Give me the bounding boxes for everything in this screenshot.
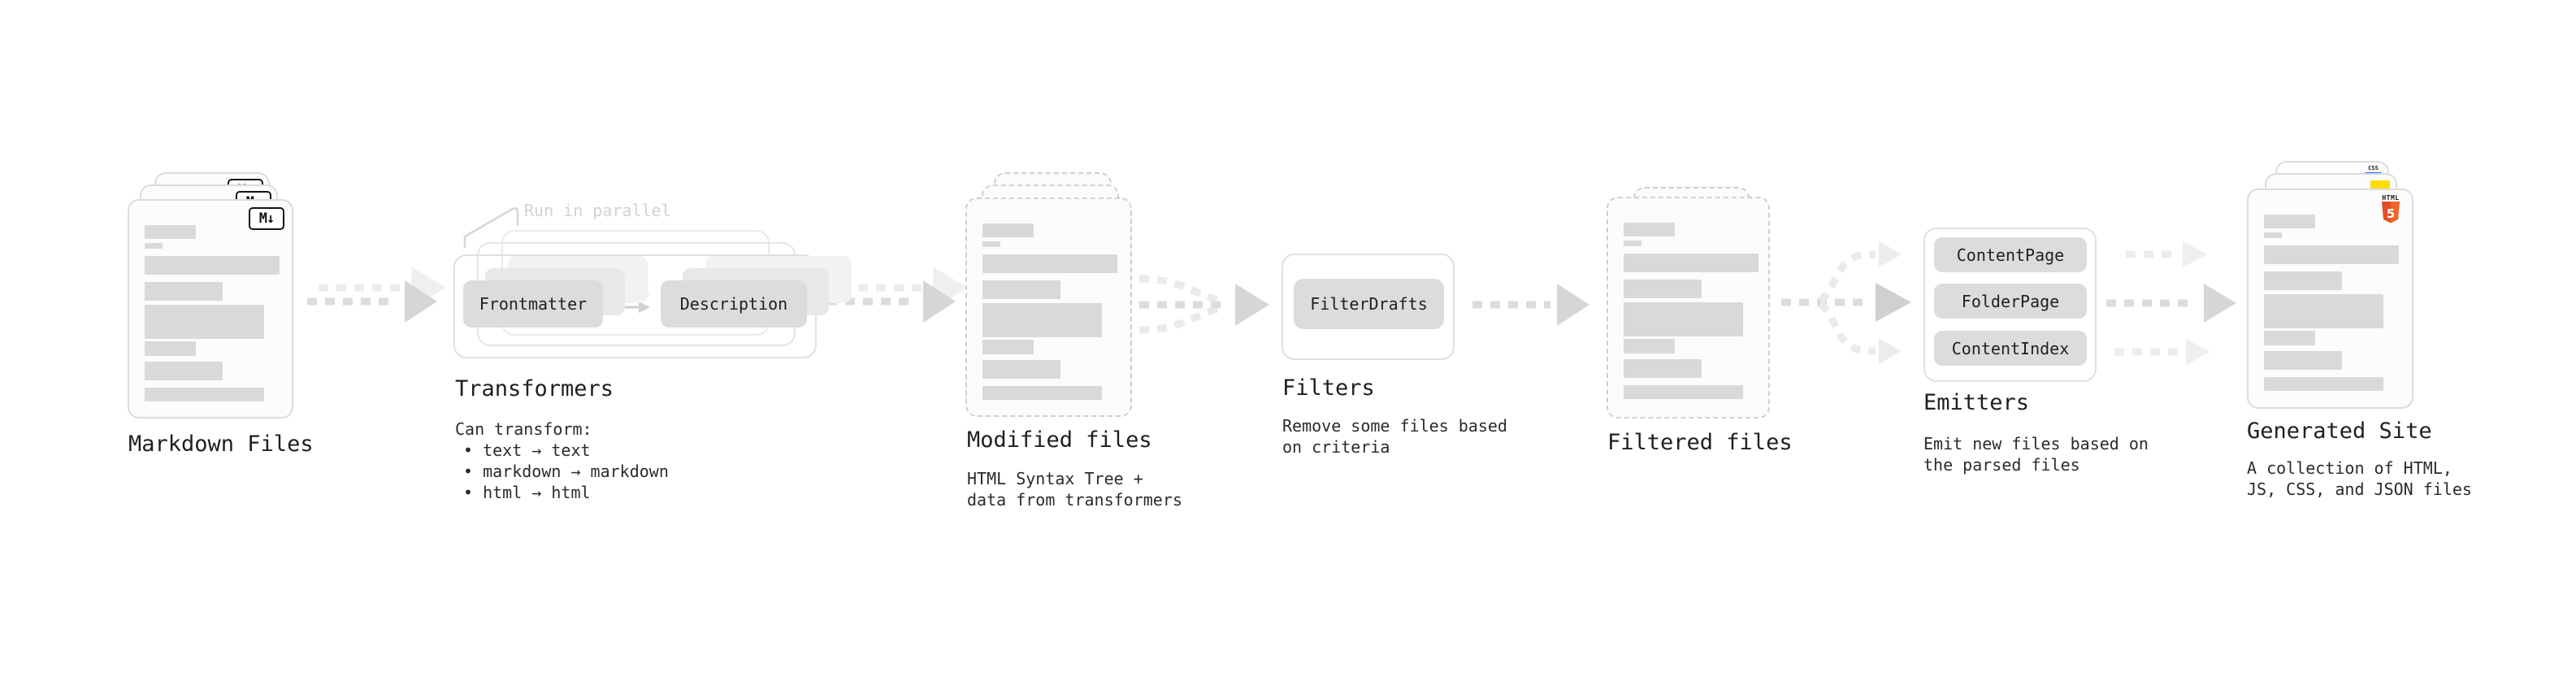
desc-line: the parsed files (1923, 455, 2080, 475)
placeholder-text-bar (2264, 331, 2315, 345)
css-label: CSS (2368, 165, 2379, 171)
desc-line: data from transformers (967, 490, 1182, 510)
stage-title-transformers: Transformers (455, 376, 614, 401)
emitter-node-contentindex: ContentIndex (1934, 331, 2087, 366)
placeholder-text-bar (145, 388, 264, 401)
placeholder-text-bar (145, 305, 264, 339)
placeholder-text-bar (1624, 302, 1743, 336)
emitters-box (1923, 228, 2097, 382)
placeholder-text-bar (2264, 377, 2383, 391)
annotation-leader-line (463, 206, 519, 249)
stage-desc-generated-site: A collection of HTML, JS, CSS, and JSON … (2247, 458, 2472, 500)
arrow-emitters-to-generated-icon (2106, 241, 2236, 365)
placeholder-text-bar (145, 225, 196, 239)
placeholder-text-bar (1624, 385, 1743, 399)
stage-desc-filters: Remove some files based on criteria (1282, 415, 1507, 458)
stage-desc-emitters: Emit new files based on the parsed files (1923, 433, 2149, 475)
placeholder-lines (145, 201, 284, 417)
file-card-front: M↓ (128, 199, 293, 419)
stage-title-generated-site: Generated Site (2247, 419, 2432, 444)
placeholder-text-bar (145, 243, 163, 249)
desc-bullet: • markdown → markdown (463, 462, 669, 481)
placeholder-text-bar (2264, 232, 2282, 238)
placeholder-text-bar (982, 340, 1034, 354)
desc-line: HTML Syntax Tree + (967, 469, 1143, 488)
markdown-icon: M↓ (249, 207, 284, 230)
desc-line: JS, CSS, and JSON files (2247, 479, 2472, 499)
placeholder-text-bar (1624, 359, 1702, 378)
placeholder-text-bar (1624, 254, 1759, 272)
filters-box (1281, 254, 1455, 360)
desc-line: Emit new files based on (1923, 434, 2149, 453)
arrow-markdown-to-transformers-icon (307, 267, 446, 323)
placeholder-text-bar (1624, 241, 1641, 246)
placeholder-text-bar (982, 223, 1034, 237)
placeholder-text-bar (2264, 245, 2399, 264)
desc-bullet: • html → html (463, 483, 591, 502)
file-card-front: HTML 5 (2247, 189, 2413, 409)
desc-line: A collection of HTML, (2247, 458, 2452, 478)
filter-node-filterdrafts: FilterDrafts (1294, 279, 1444, 329)
desc-line: Remove some files based (1282, 416, 1507, 436)
stage-desc-modified-files: HTML Syntax Tree + data from transformer… (967, 468, 1182, 510)
transformer-node-description: Description (661, 280, 807, 327)
js-icon (2370, 180, 2390, 189)
run-in-parallel-annotation: Run in parallel (524, 201, 671, 220)
placeholder-text-bar (2264, 271, 2342, 290)
emitter-node-contentpage: ContentPage (1934, 237, 2087, 272)
placeholder-text-bar (1624, 339, 1675, 354)
desc-bullet: • text → text (463, 440, 591, 460)
placeholder-text-bar (2264, 351, 2342, 370)
arrow-filters-to-filtered-icon (1472, 284, 1589, 326)
placeholder-text-bar (982, 360, 1060, 379)
placeholder-text-bar (145, 256, 280, 275)
placeholder-text-bar (1624, 223, 1675, 236)
placeholder-text-bar (982, 241, 1000, 247)
placeholder-text-bar (982, 303, 1102, 337)
placeholder-text-bar (1624, 280, 1702, 298)
placeholder-text-bar (982, 280, 1060, 299)
stage-desc-transformers: Can transform: • text → text • markdown … (455, 419, 669, 503)
placeholder-text-bar (982, 254, 1117, 273)
arrow-filtered-to-emitters-fan-out-icon (1781, 241, 1911, 364)
placeholder-lines (982, 199, 1122, 415)
html5-icon: HTML 5 (2379, 194, 2402, 223)
placeholder-text-bar (2264, 294, 2383, 328)
stage-title-filtered-files: Filtered files (1607, 430, 1793, 455)
stage-title-markdown-files: Markdown Files (128, 432, 314, 457)
file-card-front (965, 197, 1132, 417)
desc-line: on criteria (1282, 437, 1390, 457)
stage-title-emitters: Emitters (1923, 390, 2030, 415)
placeholder-lines (2264, 190, 2404, 407)
placeholder-text-bar (145, 282, 223, 301)
arrow-modified-to-filters-fan-in-icon (1138, 275, 1269, 334)
html5-shield: 5 (2382, 202, 2400, 223)
transformer-node-frontmatter: Frontmatter (463, 280, 603, 327)
file-card-front (1607, 197, 1770, 419)
stage-title-filters: Filters (1282, 375, 1375, 401)
html5-label: HTML (2382, 194, 2400, 202)
svg-text:5: 5 (2387, 206, 2395, 221)
arrow-transformers-to-modified-icon (827, 267, 967, 323)
emitter-node-folderpage: FolderPage (1934, 284, 2087, 319)
placeholder-lines (1624, 198, 1760, 417)
placeholder-text-bar (145, 362, 223, 380)
placeholder-text-bar (2264, 215, 2315, 228)
desc-line: Can transform: (455, 419, 592, 439)
stage-title-modified-files: Modified files (967, 427, 1152, 453)
placeholder-text-bar (145, 341, 196, 356)
placeholder-text-bar (982, 386, 1102, 400)
